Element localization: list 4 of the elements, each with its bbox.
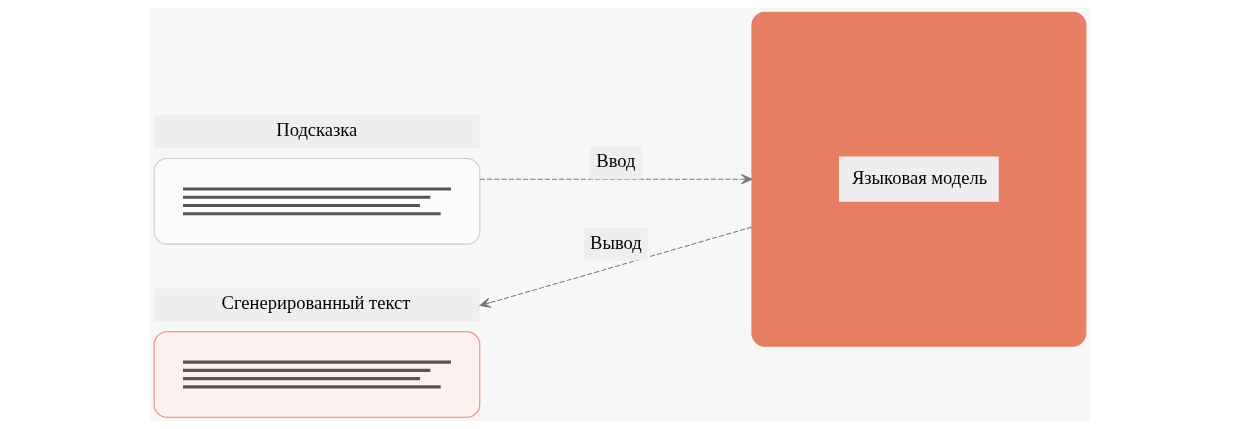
edge-label: Ввод: [595, 150, 635, 172]
arrow: [478, 174, 752, 185]
edge-label: Вывод: [589, 231, 642, 253]
node-box: Языковая модель: [750, 11, 1086, 347]
